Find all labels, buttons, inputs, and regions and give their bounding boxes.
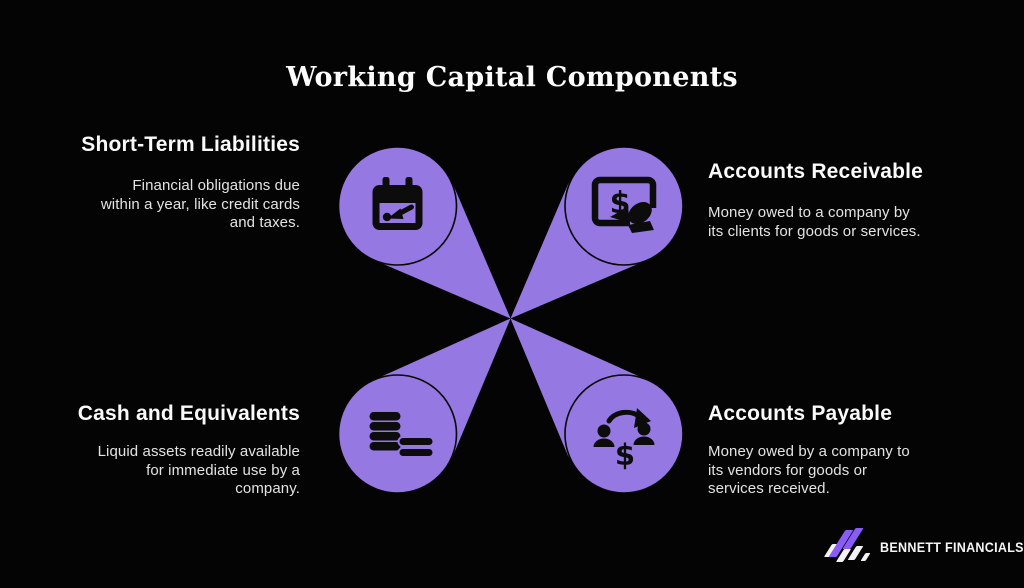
quadrant-heading: Cash and Equivalents — [77, 402, 300, 425]
quadrant-heading: Short-Term Liabilities — [81, 133, 300, 156]
quadrant-accounts-receivable: Accounts Receivable Money owed to a comp… — [708, 160, 968, 241]
quadrant-cash-and-equivalents: Cash and Equivalents Liquid assets readi… — [20, 402, 300, 499]
coins-icon — [369, 412, 435, 458]
connector-cone — [373, 318, 511, 457]
page-title: Working Capital Components — [286, 62, 738, 94]
quadrant-short-term-liabilities: Short-Term Liabilities Financial obligat… — [20, 133, 300, 233]
connector-cone — [510, 318, 648, 457]
quadrant-description: Financial obligations due within a year,… — [100, 177, 300, 231]
node-circle — [564, 374, 684, 494]
node-circle — [564, 146, 684, 266]
logo-slash — [860, 553, 871, 561]
quadrant-description: Money owed to a company by its clients f… — [708, 204, 921, 240]
connector-cones — [373, 183, 648, 457]
quadrant-description: Money owed by a company to its vendors f… — [708, 443, 910, 497]
quadrant-heading: Accounts Receivable — [708, 160, 924, 183]
quadrant-heading: Accounts Payable — [708, 402, 893, 425]
people-exchange-icon: $ — [593, 408, 655, 472]
hand-money-icon: $ — [591, 176, 658, 233]
connector-cone — [510, 183, 647, 319]
svg-text:$: $ — [615, 438, 635, 472]
brand-footer: BENNETT FINANCIALS — [823, 527, 1024, 567]
brand-name: BENNETT FINANCIALS — [880, 539, 1024, 555]
calendar-icon — [372, 177, 423, 230]
connector-cone — [374, 183, 511, 319]
quadrant-description: Liquid assets readily available for imme… — [97, 443, 300, 497]
node-circles — [337, 146, 684, 494]
quadrant-accounts-payable: Accounts Payable Money owed by a company… — [708, 402, 968, 499]
slashes-logo-icon — [823, 528, 874, 566]
